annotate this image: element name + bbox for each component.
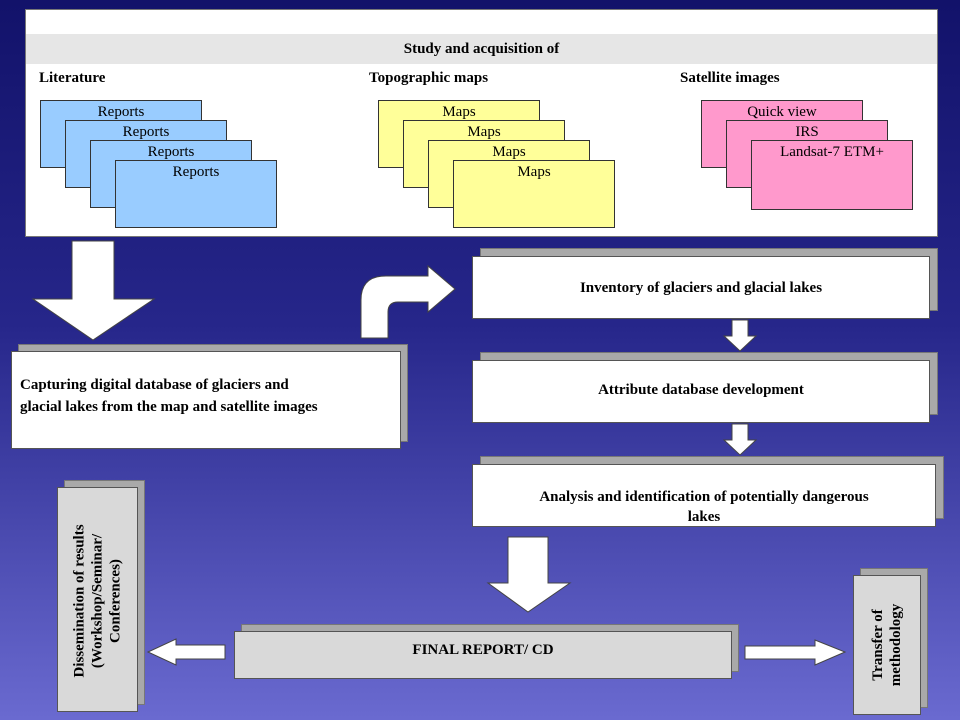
study-title-band [26, 34, 937, 64]
arrow-down-attribute [722, 319, 758, 352]
dissemination-box: Dissemination of results (Workshop/Semin… [57, 487, 138, 712]
study-title: Study and acquisition of [403, 41, 560, 57]
capturing-line-1: Capturing digital database of glaciers a… [20, 377, 289, 393]
arrow-down-final-report [486, 536, 572, 613]
capturing-line-2: glacial lakes from the map and satellite… [20, 399, 318, 415]
report-document-4: Reports [115, 160, 277, 228]
analysis-line-2: lakes [687, 509, 721, 525]
capturing-digital-database-box: Capturing digital database of glaciers a… [11, 351, 401, 449]
final-report-box: FINAL REPORT/ CD [234, 631, 732, 679]
arrow-curve-inventory [360, 264, 456, 339]
inventory-box: Inventory of glaciers and glacial lakes [472, 256, 930, 319]
transfer-box: Transfer of methodology [853, 575, 921, 715]
analysis-box: Analysis and identification of potential… [472, 464, 936, 527]
satellite-images-heading: Satellite images [680, 70, 780, 86]
satellite-landsat: Landsat-7 ETM+ [751, 140, 913, 210]
topographic-maps-heading: Topographic maps [369, 70, 489, 86]
arrow-down-analysis [722, 423, 758, 456]
literature-heading: Literature [39, 70, 106, 86]
arrow-left-dissemination [146, 638, 226, 666]
analysis-line-1: Analysis and identification of potential… [539, 489, 869, 505]
map-document-4: Maps [453, 160, 615, 228]
arrow-right-transfer [744, 639, 847, 666]
attribute-database-box: Attribute database development [472, 360, 930, 423]
arrow-down-capturing [31, 240, 156, 341]
